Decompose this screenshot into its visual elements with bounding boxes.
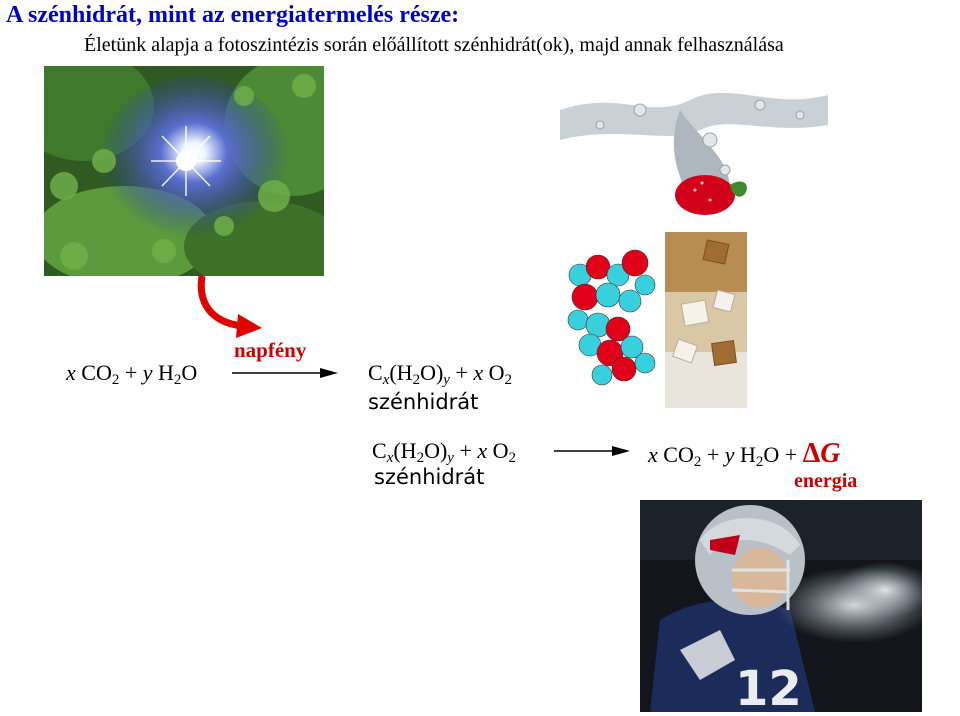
curved-red-arrow: [197, 275, 262, 338]
reaction2-arrow: [554, 446, 630, 456]
delta-g: ΔG: [802, 438, 841, 469]
strawberry-splash-photo: [560, 70, 828, 220]
reaction1-products: Cx(H2O)y + x O2: [368, 360, 513, 388]
svg-text:12: 12: [735, 661, 802, 712]
reaction1-product-label: szénhidrát: [368, 390, 479, 414]
page-title: A szénhidrát, mint az energiatermelés ré…: [6, 2, 460, 28]
sugar-cubes-photo: [665, 232, 747, 408]
reaction2-reactant-label: szénhidrát: [374, 465, 485, 489]
glucose-molecule-model: [567, 249, 656, 386]
reaction1-reactants: x CO2 + y H2O: [66, 360, 198, 388]
football-player-breath-photo: 12: [640, 500, 922, 712]
reaction2-reactants: Cx(H2O)y + x O2: [372, 438, 517, 466]
sunlight-through-leaves-photo: [44, 66, 324, 276]
page-subtitle: Életünk alapja a fotoszintézis során elő…: [84, 34, 784, 56]
sunlight-arrow-label: napfény: [234, 338, 307, 362]
reaction2-products: x CO2 + y H2O + ΔG: [648, 438, 841, 470]
energy-label: energia: [794, 470, 858, 492]
reaction1-arrow: [232, 368, 338, 378]
